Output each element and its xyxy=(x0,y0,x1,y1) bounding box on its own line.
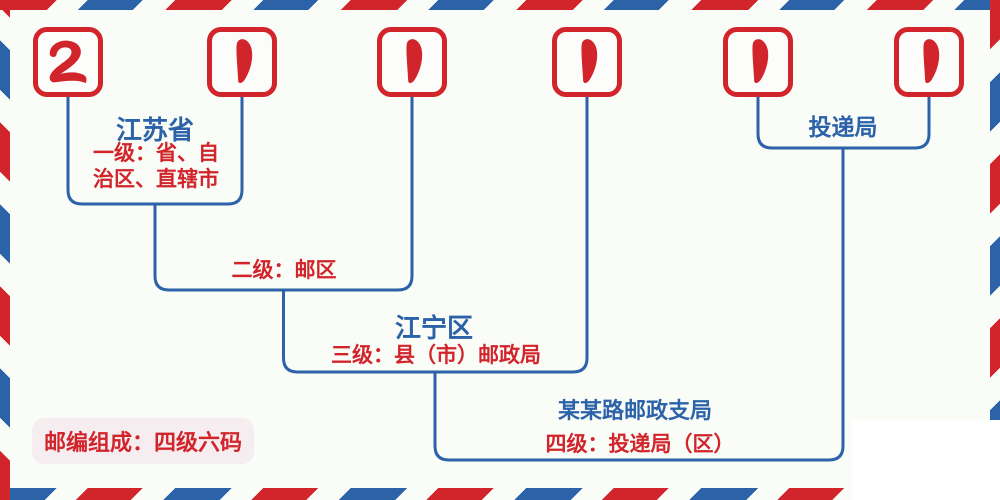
digit-box-4 xyxy=(552,27,622,97)
bracket-delivery xyxy=(756,95,931,150)
delivery-office-label: 投递局 xyxy=(808,114,878,141)
digit-box-6 xyxy=(894,27,964,97)
digit-box-2 xyxy=(207,27,277,97)
digit-box-5 xyxy=(723,27,793,97)
airmail-border-top xyxy=(0,0,1000,10)
level1-label: 一级：省、自治区、直辖市 xyxy=(93,141,219,191)
level4-label: 四级：投递局（区） xyxy=(545,432,735,456)
level3-name: 江宁区 xyxy=(394,314,474,344)
bracket-level4 xyxy=(433,146,845,462)
airmail-border-left xyxy=(0,0,10,500)
digit-box-1 xyxy=(33,27,103,97)
white-patch xyxy=(852,420,1000,500)
level4-name: 某某路邮政支局 xyxy=(557,398,713,424)
digit-glyph-2 xyxy=(236,39,253,84)
digit-glyph-6 xyxy=(923,39,940,84)
footer-badge: 邮编组成：四级六码 xyxy=(32,418,254,464)
airmail-border-bottom xyxy=(0,488,1000,500)
digit-glyph-4 xyxy=(581,39,598,84)
level1-name: 江苏省 xyxy=(115,116,195,146)
airmail-border-right xyxy=(990,0,1000,500)
level3-label: 三级：县（市）邮政局 xyxy=(331,343,541,367)
level2-label: 二级：邮区 xyxy=(231,258,337,282)
digit-glyph-1 xyxy=(49,40,87,84)
digit-glyph-5 xyxy=(752,39,769,84)
digit-box-3 xyxy=(377,27,447,97)
footer-badge-text: 邮编组成：四级六码 xyxy=(43,430,242,456)
digit-glyph-3 xyxy=(406,39,423,84)
